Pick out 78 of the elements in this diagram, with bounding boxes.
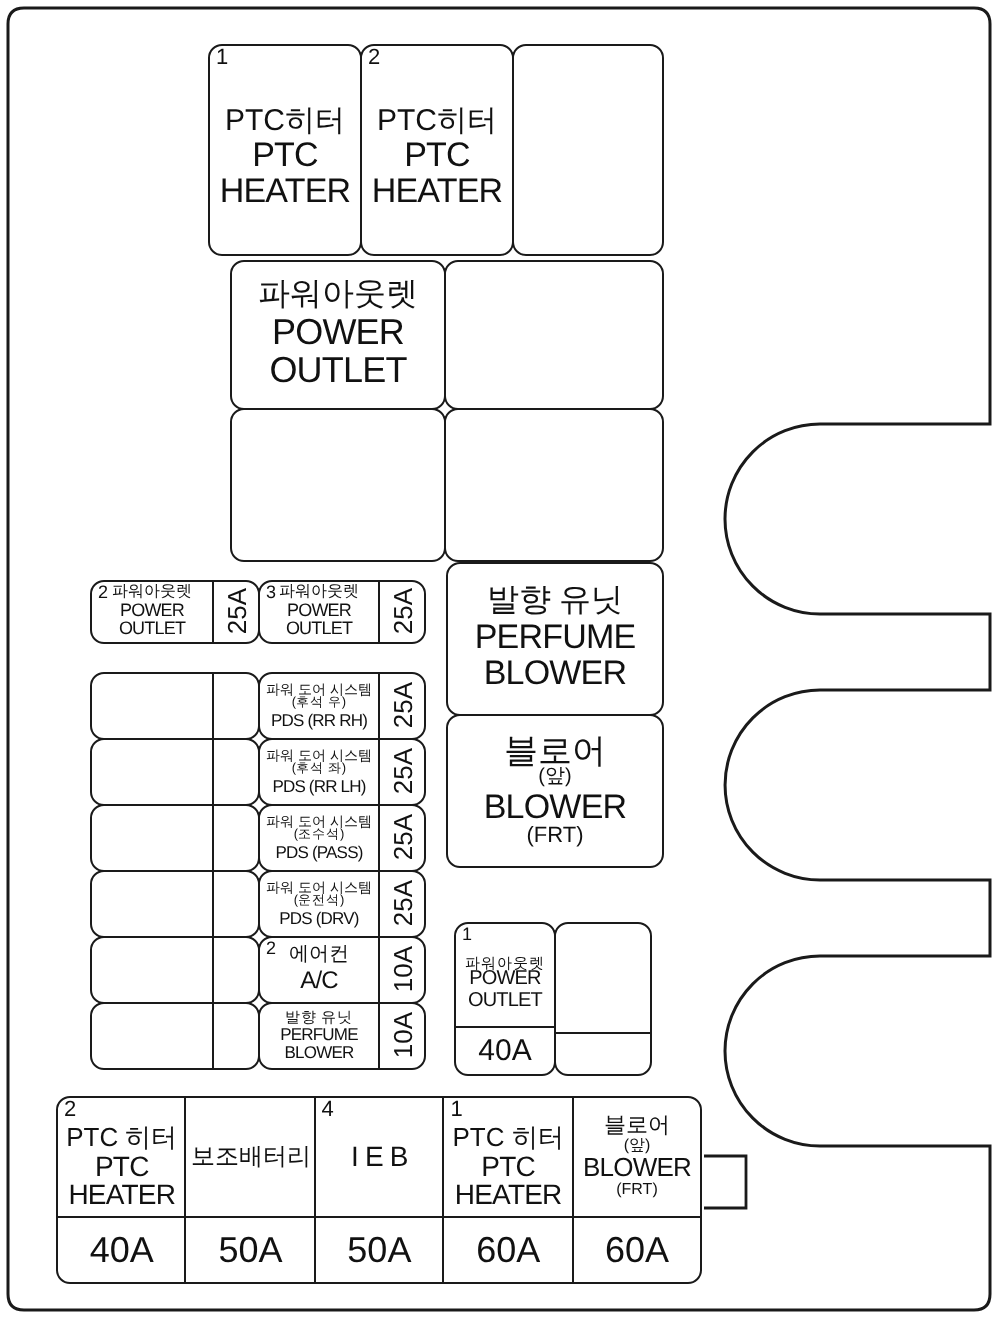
relay-slot [446,562,664,716]
sub-label: (FRT) [616,1182,658,1199]
amp-rating: 10A [389,1012,415,1060]
amp-rating: 25A [389,814,415,862]
fuse-slot [442,1096,574,1284]
korean-label: PTC히터 [377,106,497,139]
fuse-slot [258,1002,426,1070]
relay-slot [446,714,664,868]
amp-rating: 25A [389,588,415,636]
english-label: PERFUME BLOWER [280,1026,358,1062]
amp-rating: 50A [347,1231,412,1269]
amp-rating: 25A [389,880,415,928]
fuse-slot [571,1096,703,1284]
fuse-slot [454,922,556,1076]
fuse-slot [258,870,426,938]
fuse-slot [313,1096,446,1284]
english-label: BLOWER [483,789,627,826]
english-label: POWER OUTLET [285,601,353,640]
english-label: PERFUME BLOWER [474,620,636,692]
amp-rating: 60A [476,1231,541,1269]
fuse-slot [56,1096,188,1284]
relay-slot [208,44,362,256]
fuse-slot [258,580,426,644]
amp-rating: 60A [604,1231,669,1269]
english-label: PTC HEATER [68,1151,176,1210]
sub-label: (FRT) [526,825,584,849]
amp-rating: 40A [89,1231,154,1269]
fuse-slot [258,672,426,740]
english-label: PDS (RR RH) [270,711,367,729]
relay-slot [360,44,514,256]
amp-rating: 50A [218,1231,283,1269]
korean-label: PTC히터 [225,106,345,139]
sub-label: (앞) [538,768,572,790]
amp-rating: 25A [223,588,249,636]
english-label: PDS (RR LH) [272,777,366,795]
korean-label: 파워아웃렛 [112,584,192,602]
slot-number: 1 [450,1100,463,1122]
english-label: POWER OUTLET [269,314,407,390]
fuse-slot [90,580,260,644]
korean-label: 파워아웃렛 [279,584,359,602]
slot-number: 2 [98,584,109,602]
korean-label: 보조배터리 [190,1144,311,1170]
korean-label: 파워아웃렛 [258,280,418,314]
sub-label: (앞) [623,1138,651,1155]
amp-rating: 40A [478,1035,532,1067]
english-label: PTC HEATER [219,138,351,210]
english-label: A/C [300,967,338,994]
slot-number: 2 [64,1100,77,1122]
amp-rating: 10A [389,946,415,994]
slot-number: 2 [266,940,277,958]
slot-number: 4 [321,1100,334,1122]
slot-number: 3 [266,584,277,602]
english-label: PDS (PASS) [275,843,363,861]
slot-number: 1 [216,48,229,70]
korean-label: 발향 유닛 [486,586,624,621]
korean-label: 에어컨 [289,946,349,968]
amp-rating: 25A [389,682,415,730]
english-label: PTC HEATER [371,138,503,210]
english-label: POWER OUTLET [467,970,543,1013]
english-label: BLOWER [583,1154,691,1183]
empty-slot [554,922,652,1076]
korean-label: 블로어 [504,733,606,769]
empty-slot [512,44,664,256]
slot-number: 2 [368,48,381,70]
fuse-slot [258,738,426,806]
slot-number: 1 [462,926,473,944]
korean-label: PTC 히터 [66,1123,178,1152]
english-label: PDS (DRV) [279,909,359,927]
english-label: I E B [351,1142,408,1172]
fuse-slot [184,1096,317,1284]
korean-label: 블로어 [603,1115,670,1138]
fuse-slot [258,936,426,1004]
fuse-slot [258,804,426,872]
korean-label: PTC 히터 [452,1123,564,1152]
amp-rating: 25A [389,748,415,796]
english-label: POWER OUTLET [118,601,186,640]
relay-slot [230,260,446,410]
english-label: PTC HEATER [454,1151,562,1210]
